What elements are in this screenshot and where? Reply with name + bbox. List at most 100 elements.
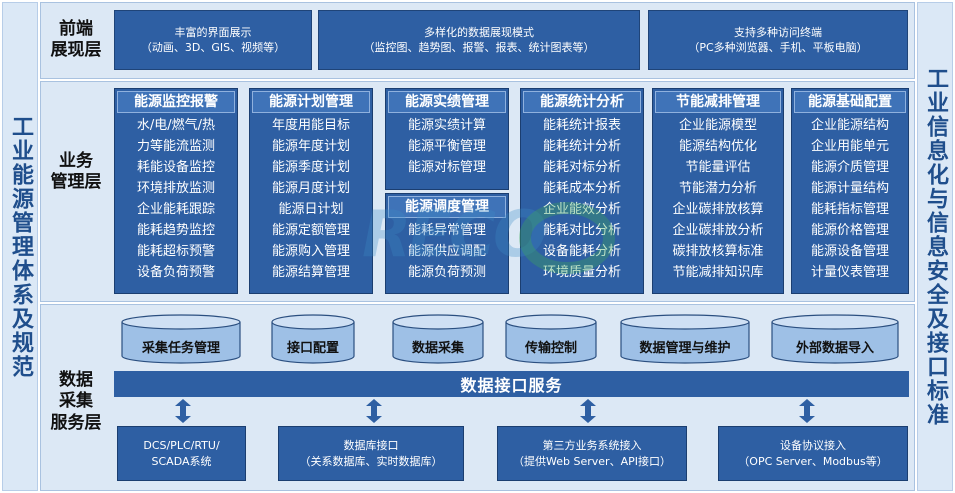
module-item: 环境排放监测: [136, 181, 215, 196]
module-item: 能源对标管理: [407, 160, 486, 175]
module-item: 企业碳排放核算: [672, 202, 764, 217]
cylinder-label: 接口配置: [286, 341, 339, 356]
module-item: 设备负荷预警: [136, 265, 215, 280]
module-item: 力等能流监测: [136, 139, 215, 154]
module-item: 能源购入管理: [271, 244, 350, 259]
cylinder-label: 数据采集: [411, 341, 464, 356]
module-item: 能耗超标预警: [136, 244, 215, 259]
front-box-title: 多样化的数据展现模式: [424, 25, 534, 39]
module-item: 能源平衡管理: [407, 139, 486, 154]
front-layer-label: 前端 展现层: [50, 18, 102, 60]
module-item: 能源设备管理: [810, 244, 889, 259]
data-interface-banner: 数据接口服务: [114, 371, 909, 397]
source-title: 第三方业务系统接入: [542, 438, 642, 452]
module-energy-monitoring: 能源监控报警 水/电/燃气/热 力等能流监测 耗能设备监控 环境排放监测 企业能…: [114, 88, 238, 294]
source-third-party: 第三方业务系统接入 （提供Web Server、API接口）: [497, 426, 687, 481]
module-item: 能源结算管理: [271, 265, 350, 280]
module-item: 能源日计划: [278, 202, 344, 217]
source-title: 数据库接口: [343, 438, 399, 452]
module-item: 年度用能目标: [271, 118, 350, 133]
right-sidebar-title: 工业信息化与信息安全及接口标准: [923, 66, 948, 427]
module-energy-planning: 能源计划管理 年度用能目标 能源年度计划 能源季度计划 能源月度计划 能源日计划…: [249, 88, 373, 294]
cylinder-external-import: 外部数据导入: [771, 314, 899, 364]
double-arrow-icon: [797, 399, 817, 427]
module-item: 节能潜力分析: [678, 181, 757, 196]
source-dcs-plc: DCS/PLC/RTU/ SCADA系统: [117, 426, 246, 481]
module-item: 能源结构优化: [678, 139, 757, 154]
source-database-interface: 数据库接口 （关系数据库、实时数据库）: [278, 426, 464, 481]
module-item: 能源负荷预测: [407, 265, 486, 280]
module-energy-saving: 节能减排管理 企业能源模型 能源结构优化 节能量评估 节能潜力分析 企业碳排放核…: [652, 88, 784, 294]
module-item: 能源供应调配: [407, 244, 486, 259]
left-sidebar-title: 工业能源管理体系及规范: [8, 114, 33, 379]
module-item: 节能减排知识库: [672, 265, 764, 280]
module-item: 能源定额管理: [271, 223, 350, 238]
front-box-data-modes: 多样化的数据展现模式 （监控图、趋势图、报警、报表、统计图表等）: [318, 10, 640, 70]
front-box-title: 支持多种访问终端: [734, 25, 822, 39]
module-energy-dispatch: 能源调度管理 能耗异常管理 能源供应调配 能源负荷预测: [385, 193, 509, 294]
cylinder-collection-task: 采集任务管理: [121, 314, 241, 364]
cylinder-label: 外部数据导入: [795, 341, 874, 356]
right-sidebar: 工业信息化与信息安全及接口标准: [917, 2, 953, 491]
cylinder-transmission-control: 传输控制: [505, 314, 597, 364]
module-item: 节能量评估: [685, 160, 751, 175]
module-item: 能源价格管理: [810, 223, 889, 238]
module-title: 能源调度管理: [388, 196, 506, 218]
source-detail: （关系数据库、实时数据库）: [299, 454, 443, 468]
module-item: 设备能耗分析: [542, 244, 621, 259]
module-item: 能源季度计划: [271, 160, 350, 175]
module-item: 能耗对比分析: [542, 223, 621, 238]
source-title: DCS/PLC/RTU/: [143, 438, 220, 452]
module-item: 能耗趋势监控: [136, 223, 215, 238]
cylinder-label: 采集任务管理: [141, 341, 220, 356]
module-item: 耗能设备监控: [136, 160, 215, 175]
front-box-title: 丰富的界面展示: [174, 25, 252, 39]
front-box-detail: （监控图、趋势图、报警、报表、统计图表等）: [363, 41, 595, 54]
module-title: 能源实绩管理: [388, 91, 506, 113]
module-energy-base-config: 能源基础配置 企业能源结构 企业用能单元 能源介质管理 能源计量结构 能耗指标管…: [791, 88, 909, 294]
module-item: 企业能效分析: [542, 202, 621, 217]
module-title: 能源计划管理: [252, 91, 370, 113]
module-item: 能耗成本分析: [542, 181, 621, 196]
cylinder-label: 传输控制: [524, 341, 577, 356]
module-item: 能源月度计划: [271, 181, 350, 196]
module-title: 能源统计分析: [523, 91, 641, 113]
front-box-terminals: 支持多种访问终端 （PC多种浏览器、手机、平板电脑）: [648, 10, 908, 70]
module-item: 企业能源结构: [810, 118, 889, 133]
cylinder-interface-config: 接口配置: [271, 314, 355, 364]
module-item: 能耗指标管理: [810, 202, 889, 217]
module-title: 节能减排管理: [655, 91, 781, 113]
data-layer-label: 数据 采集 服务层: [50, 370, 102, 433]
module-item: 企业碳排放分析: [672, 223, 764, 238]
module-item: 企业能耗跟踪: [136, 202, 215, 217]
module-item: 计量仪表管理: [810, 265, 889, 280]
module-item: 能耗对标分析: [542, 160, 621, 175]
module-item: 能源计量结构: [810, 181, 889, 196]
module-energy-performance: 能源实绩管理 能源实绩计算 能源平衡管理 能源对标管理: [385, 88, 509, 190]
business-layer-label: 业务 管理层: [50, 150, 102, 192]
module-item: 企业用能单元: [810, 139, 889, 154]
module-item: 能耗异常管理: [407, 223, 486, 238]
module-title: 能源基础配置: [794, 91, 906, 113]
left-sidebar: 工业能源管理体系及规范: [2, 2, 38, 491]
double-arrow-icon: [173, 399, 193, 427]
module-item: 企业能源模型: [678, 118, 757, 133]
cylinder-label: 数据管理与维护: [639, 341, 731, 356]
module-item: 能源年度计划: [271, 139, 350, 154]
front-box-ui: 丰富的界面展示 （动画、3D、GIS、视频等）: [114, 10, 312, 70]
module-item: 环境质量分析: [542, 265, 621, 280]
module-title: 能源监控报警: [117, 91, 235, 113]
double-arrow-icon: [364, 399, 384, 427]
source-detail: SCADA系统: [151, 454, 212, 468]
module-item: 能耗统计分析: [542, 139, 621, 154]
cylinder-data-collection: 数据采集: [392, 314, 484, 364]
module-item: 能源介质管理: [810, 160, 889, 175]
module-item: 水/电/燃气/热: [136, 118, 216, 133]
source-title: 设备协议接入: [780, 438, 846, 452]
source-detail: （提供Web Server、API接口）: [513, 454, 671, 468]
module-energy-statistics: 能源统计分析 能耗统计报表 能耗统计分析 能耗对标分析 能耗成本分析 企业能效分…: [520, 88, 644, 294]
double-arrow-icon: [578, 399, 598, 427]
source-detail: （OPC Server、Modbus等）: [738, 454, 888, 468]
module-item: 碳排放核算标准: [672, 244, 764, 259]
front-box-detail: （动画、3D、GIS、视频等）: [140, 41, 286, 54]
